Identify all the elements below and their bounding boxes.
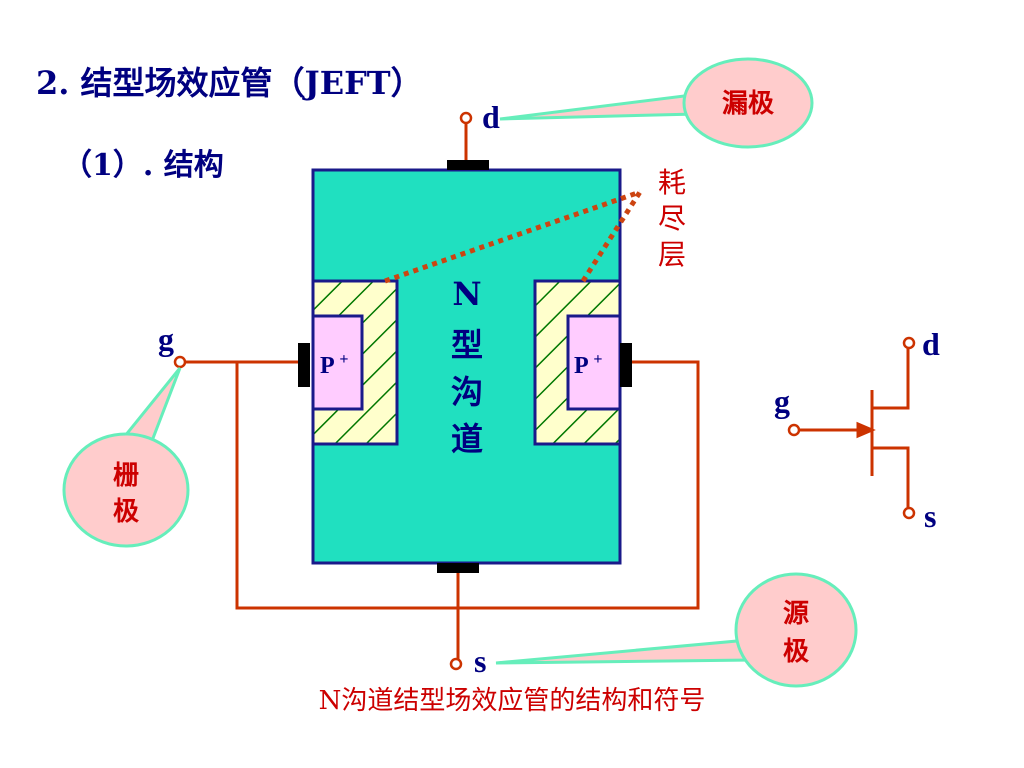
drain-callout: 漏极 [499,57,814,149]
svg-text:栅: 栅 [113,460,139,491]
figure-caption: N沟道结型场效应管的结构和符号 [318,686,706,716]
svg-text:极: 极 [783,637,810,667]
depletion-label: 耗 尽 层 [658,166,686,271]
p-region-left [311,314,364,411]
svg-text:层: 层 [658,238,686,271]
svg-text:道: 道 [451,420,483,458]
gate-label: g [158,321,174,357]
symbol-gate-terminal [787,423,801,437]
drain-terminal [459,111,473,125]
symbol-drain-terminal [902,336,916,350]
gate-contact-right [620,343,632,387]
jfet-symbol [796,344,910,512]
source-callout: 源 极 [495,572,858,688]
source-contact [437,563,479,573]
source-label: s [474,643,486,679]
svg-text:耗: 耗 [658,166,686,199]
symbol-source-label: s [924,498,936,534]
gate-contact-left [298,343,310,387]
gate-terminal [173,355,187,369]
symbol-drain-label: d [922,326,940,362]
gate-wiring [182,121,700,662]
p-region-right [566,314,622,411]
channel-label: N 型 沟 道 [451,275,483,458]
p-label-right: P + [574,351,602,379]
slide-title: 2. 结型场效应管（JEFT） [36,64,423,102]
svg-text:尽: 尽 [658,202,686,235]
section-subtitle: （1）. 结构 [62,148,224,183]
svg-text:沟: 沟 [451,373,483,411]
drain-label: d [482,99,500,135]
svg-text:源: 源 [783,599,809,629]
svg-text:型: 型 [451,326,483,364]
p-label-left: P + [320,351,348,379]
drain-contact [447,160,489,170]
symbol-source-terminal [902,506,916,520]
svg-text:N: N [452,275,481,313]
gate-callout: 栅 极 [62,367,190,548]
svg-text:极: 极 [113,497,140,527]
source-terminal [449,657,463,671]
symbol-gate-label: g [774,383,790,419]
svg-text:漏极: 漏极 [722,89,775,119]
depletion-pointer [384,189,643,284]
